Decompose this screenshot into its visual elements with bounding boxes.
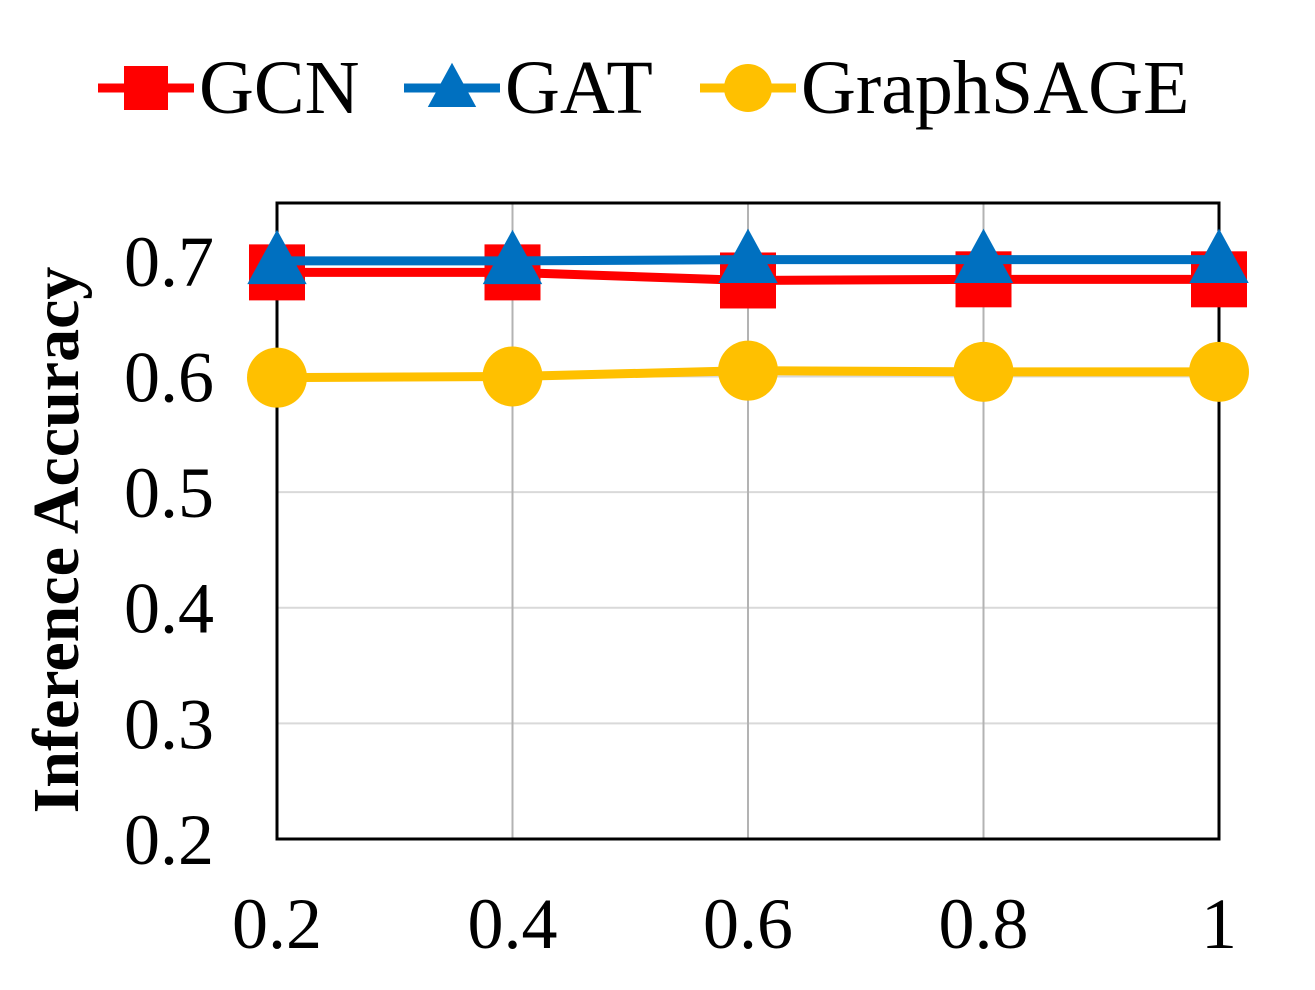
- legend: GCN GAT GraphSAGE: [98, 46, 1189, 130]
- legend-item-gcn: GCN: [98, 46, 359, 130]
- y-axis-label: Inference Accuracy: [20, 267, 93, 814]
- x-tick-label: 0.8: [939, 884, 1029, 964]
- data-point: [953, 228, 1014, 283]
- x-tick-label: 1: [1201, 884, 1237, 964]
- legend-label: GCN: [199, 46, 359, 130]
- legend-item-graphsage: GraphSAGE: [700, 46, 1189, 130]
- data-point: [718, 340, 778, 401]
- y-tick-label: 0.6: [124, 337, 214, 417]
- series-gat: [247, 228, 1249, 285]
- legend-marker: [427, 62, 477, 107]
- legend-label: GraphSAGE: [801, 46, 1189, 130]
- y-tick-label: 0.5: [124, 453, 214, 533]
- x-tick-label: 0.2: [232, 884, 322, 964]
- y-tick-label: 0.3: [124, 684, 214, 764]
- y-tick-label: 0.2: [124, 800, 214, 880]
- axis-ticks: 0.2 0.3 0.4 0.5 0.6 0.7 0.2 0.4 0.6 0.8 1: [124, 222, 1237, 964]
- plot-frame: [275, 201, 1221, 841]
- data-point: [247, 347, 307, 408]
- data-point: [482, 229, 543, 285]
- legend-marker: [124, 66, 168, 110]
- x-tick-label: 0.6: [703, 884, 793, 964]
- y-tick-label: 0.4: [124, 569, 214, 649]
- legend-item-gat: GAT: [404, 46, 653, 130]
- x-tick-label: 0.4: [468, 884, 558, 964]
- data-point: [718, 228, 778, 283]
- series-group: [247, 228, 1249, 408]
- y-tick-label: 0.7: [124, 222, 214, 302]
- data-point: [482, 346, 543, 407]
- legend-label: GAT: [505, 46, 653, 130]
- series-graphsage: [247, 340, 1249, 408]
- legend-marker: [724, 64, 772, 112]
- data-point: [1189, 341, 1249, 402]
- data-point: [953, 341, 1014, 402]
- data-point: [1189, 228, 1249, 283]
- data-point: [247, 229, 307, 285]
